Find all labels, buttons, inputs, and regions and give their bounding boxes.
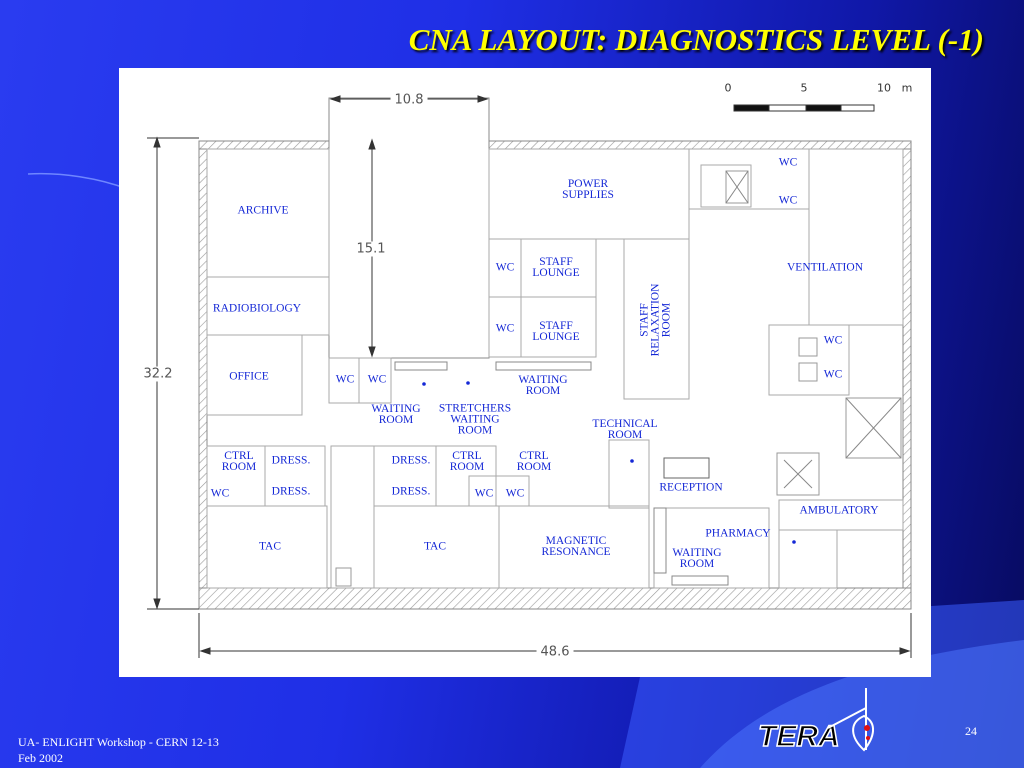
dimension-height: 32.2 [139,366,177,382]
footer-line-1: UA- ENLIGHT Workshop - CERN 12-13 [18,735,219,749]
room-dress: DRESS. [391,454,431,467]
room-wc: WC [367,373,387,386]
floor-plan-drawing [147,95,912,658]
slide-title: CNA LAYOUT: DIAGNOSTICS LEVEL (-1) [408,22,984,57]
room-reception: RECEPTION [659,481,723,494]
room-wc: WC [823,334,843,347]
room-dress: DRESS. [271,454,311,467]
room-wc: WC [474,487,494,500]
room-dress: DRESS. [391,485,431,498]
room-wc: WC [495,322,515,335]
footer-line-2: Feb 2002 [18,751,63,765]
room-wc: WC [778,156,798,169]
dimension-block-height: 15.1 [352,241,390,257]
scale-label-5: 5 [800,81,808,95]
room-radiobiology: RADIOBIOLOGY [212,302,302,315]
scale-label-10: 10 [877,81,891,95]
room-archive: ARCHIVE [237,204,289,217]
room-pharmacy: PHARMACY [705,527,771,540]
room-office: OFFICE [229,370,269,383]
tera-logo: TERA [757,688,874,754]
room-tac-2: TAC [423,540,447,553]
room-wc: WC [210,487,230,500]
room-wc: WC [778,194,798,207]
floor-plan: 32.2 48.6 10.8 15.1 0 5 10 m ARCHIVE RAD… [119,68,931,677]
room-tac-1: TAC [258,540,282,553]
dimension-block-width: 10.8 [390,92,428,108]
room-wc: WC [823,368,843,381]
room-wc: WC [335,373,355,386]
room-wc: WC [505,487,525,500]
scale-label-0: 0 [724,81,732,95]
room-ambulatory: AMBULATORY [799,504,879,517]
logo-text: TERA [758,720,840,753]
page-number: 24 [965,724,977,738]
room-dress: DRESS. [271,485,311,498]
dimension-width: 48.6 [536,644,574,660]
scale-label-unit: m [901,81,913,95]
room-wc: WC [495,261,515,274]
room-ventilation: VENTILATION [786,261,864,274]
footer: UA- ENLIGHT Workshop - CERN 12-13 Feb 20… [18,734,219,766]
